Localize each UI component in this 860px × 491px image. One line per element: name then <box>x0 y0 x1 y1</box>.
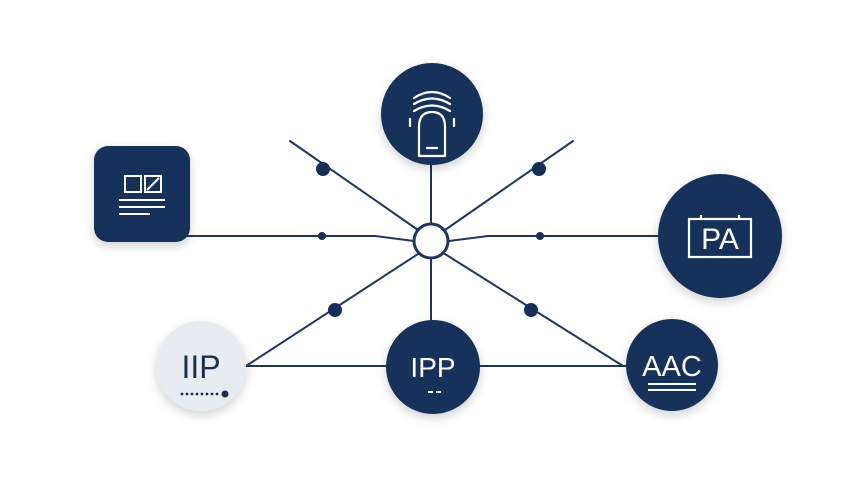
edge-hub-right <box>448 235 659 242</box>
battery-frame-icon <box>687 215 753 259</box>
edge-hub-upper-right <box>444 140 574 231</box>
node-bottom-center-ipp[interactable]: IPP <box>386 320 480 414</box>
node-bottom-right-circle <box>626 319 718 411</box>
node-right-circle <box>658 174 782 298</box>
node-bottom-right-aac[interactable]: AAC <box>626 319 718 411</box>
node-right-pa[interactable]: PA <box>658 174 782 298</box>
node-bottom-left-label: IIP <box>181 349 220 385</box>
node-bottom-center-circle <box>386 320 480 414</box>
ear-headphones-icon <box>408 90 456 158</box>
node-bottom-left-iip[interactable]: IIP <box>156 321 246 411</box>
node-bottom-left-circle <box>156 321 246 411</box>
junction-dot-lower-right <box>524 303 538 317</box>
junction-dots <box>316 162 546 317</box>
double-underline-icon <box>648 383 696 391</box>
junction-dot-lower-left <box>328 303 342 317</box>
junction-dot-left <box>318 232 326 240</box>
node-top[interactable] <box>381 63 483 165</box>
central-hub[interactable] <box>412 222 450 260</box>
junction-dot-upper-right <box>532 162 546 176</box>
node-right-label: PA <box>701 223 739 256</box>
node-top-circle <box>381 63 483 165</box>
edge-hub-upper-left <box>289 140 419 231</box>
document-form-icon <box>119 175 165 215</box>
edge-hub-left-doc <box>184 235 415 242</box>
node-left-document[interactable] <box>94 146 190 242</box>
dotted-slider-icon <box>180 390 229 398</box>
node-bottom-right-label: AAC <box>642 351 702 383</box>
node-left-document-box <box>94 146 190 242</box>
junction-dot-upper-left <box>316 162 330 176</box>
junction-dot-right <box>536 232 544 240</box>
node-bottom-center-label: IPP <box>410 352 455 383</box>
